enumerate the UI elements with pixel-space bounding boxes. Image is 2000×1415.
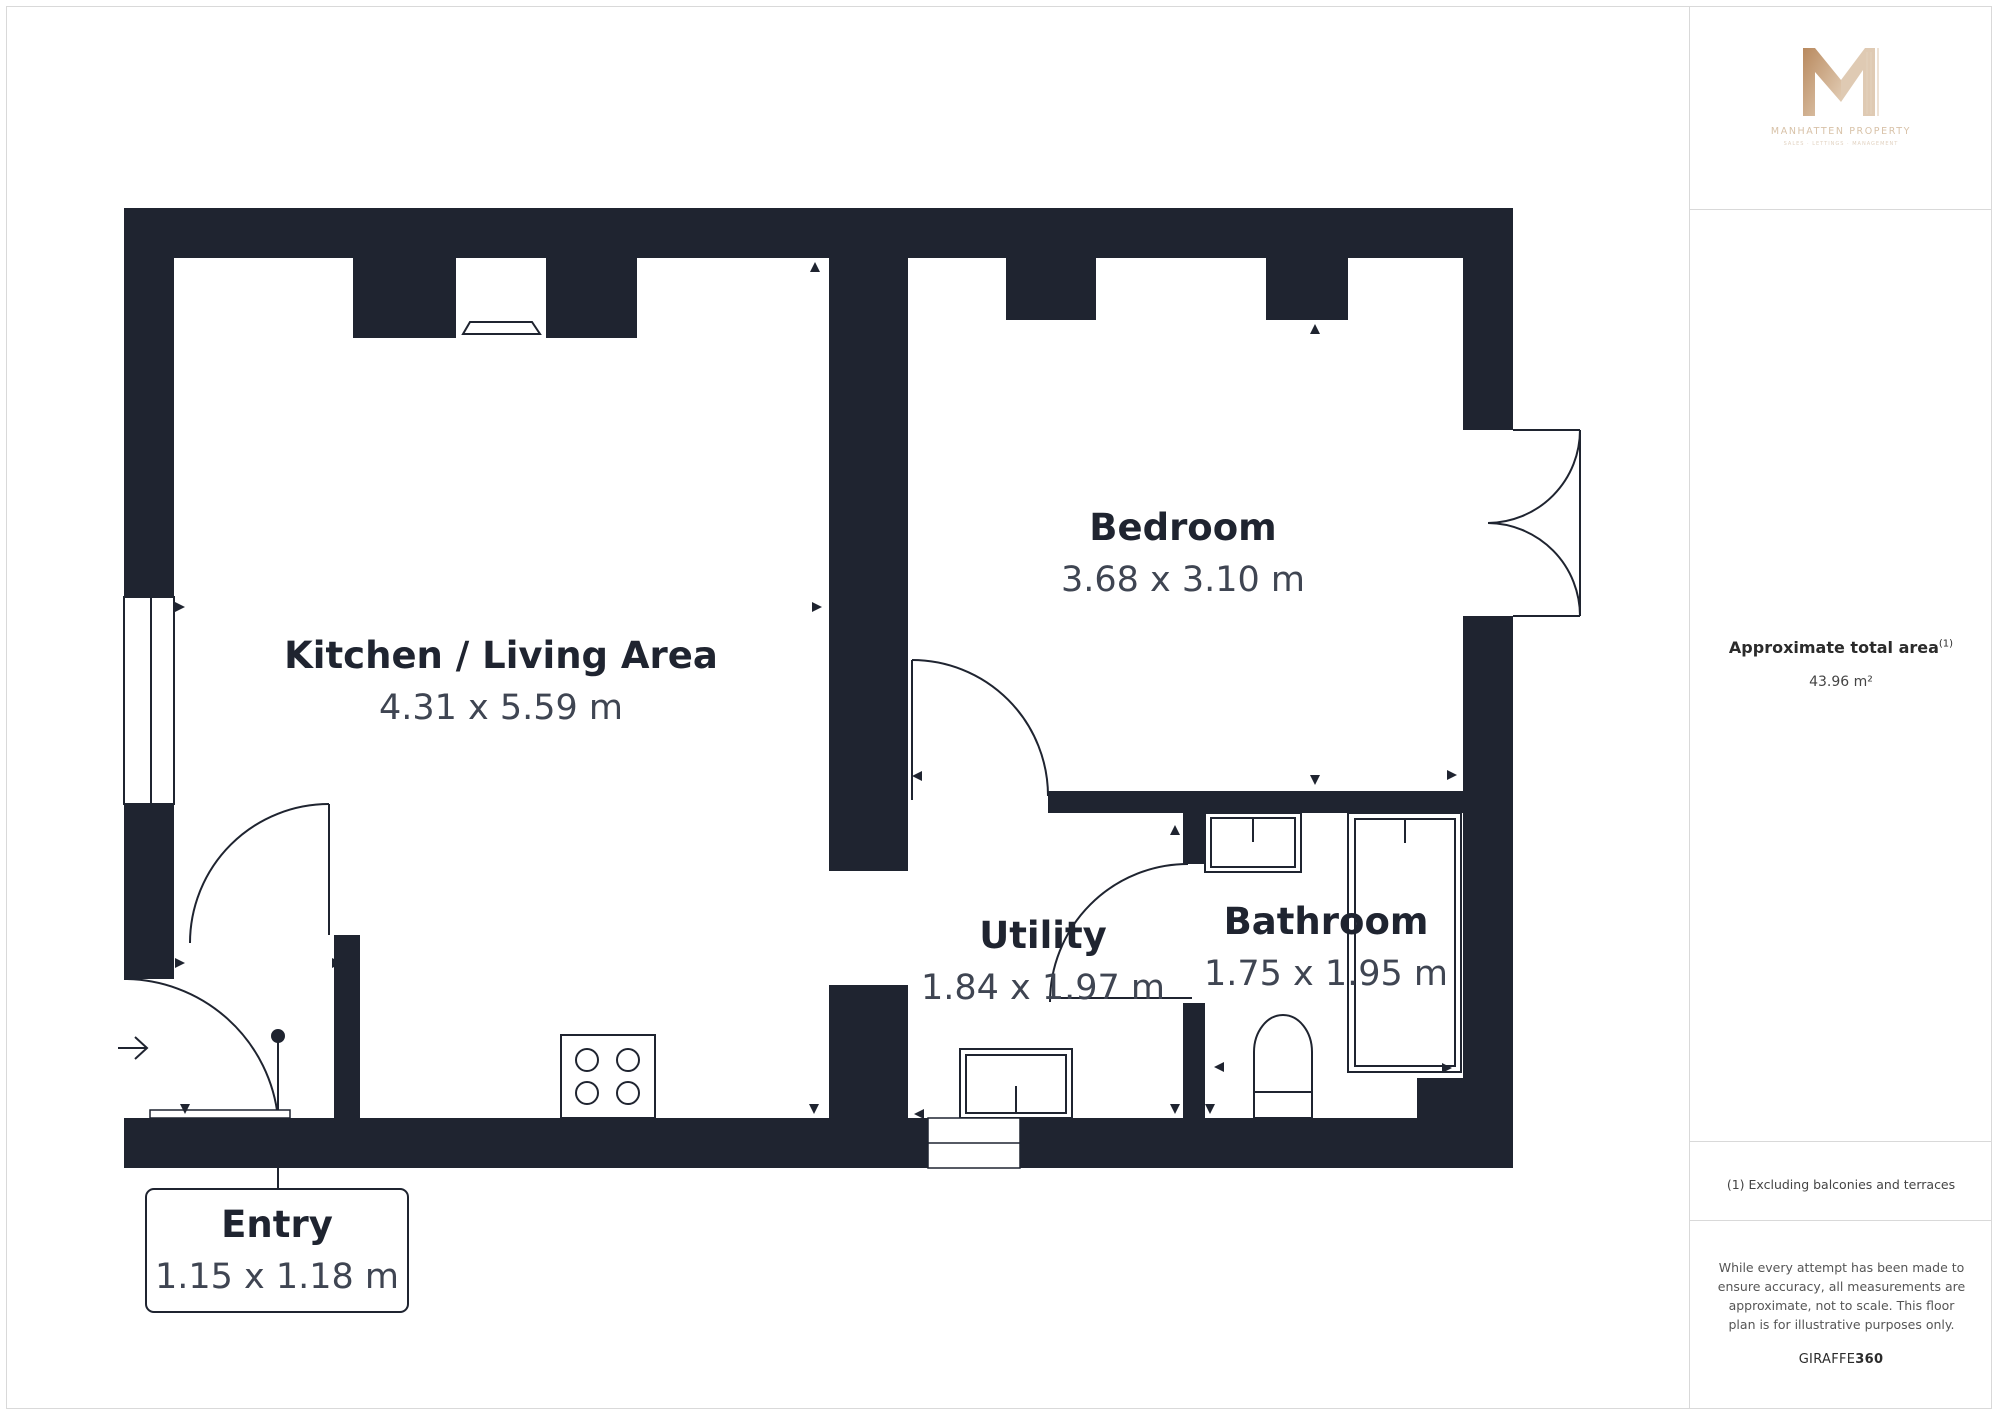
wall-bath-stub [1417, 1078, 1463, 1118]
bath-tub [1347, 812, 1462, 1073]
divider [1690, 1220, 1992, 1221]
step [927, 1117, 1021, 1169]
area-title-text: Approximate total area [1728, 638, 1939, 657]
page-frame [6, 6, 1992, 1409]
bedroom-pier-right [1266, 258, 1348, 320]
entry-name: Entry [221, 1203, 333, 1246]
fireplace [456, 274, 546, 338]
wall-bath-divider-upper [1183, 813, 1205, 864]
wall-left-upper [124, 208, 174, 597]
door-kitchen-swing [189, 803, 330, 944]
wall-left-lower [124, 804, 174, 979]
entry-callout-box [145, 1188, 409, 1313]
wall-bath-divider-lower [1183, 1003, 1205, 1118]
utility-dims: 1.84 x 1.97 m [921, 968, 1165, 1008]
area-title: Approximate total area(1) [1690, 638, 1992, 657]
wall-bedroom-bottom [1048, 791, 1513, 813]
wall-bottom-left [124, 1118, 928, 1168]
door-front-swing [123, 978, 279, 1119]
utility-sink [959, 1048, 1073, 1119]
utility-name: Utility [979, 914, 1107, 957]
bedroom-name: Bedroom [1089, 506, 1276, 549]
walls [124, 208, 1513, 1168]
door-mat [149, 1109, 291, 1119]
logo-name: MANHATTEN PROPERTY [1770, 126, 1912, 137]
wall-entry-partition [334, 935, 360, 1118]
divider [1690, 1141, 1992, 1142]
area-footnote-marker: (1) [1938, 638, 1954, 650]
hob [560, 1034, 656, 1119]
kitchen-name: Kitchen / Living Area [284, 634, 718, 677]
disclaimer: While every attempt has been made to ens… [1717, 1260, 1966, 1332]
wall-center-upper [829, 208, 908, 871]
m-logo-icon [1803, 48, 1879, 116]
floor-plan: Kitchen / Living Area 4.31 x 5.59 m Bedr… [118, 208, 1581, 1313]
bath-basin [1204, 812, 1302, 873]
bathroom-name: Bathroom [1224, 900, 1429, 943]
door-bedroom-swing [911, 659, 1049, 797]
wall-top [124, 208, 1513, 258]
wall-bottom-right [1020, 1118, 1513, 1168]
brand-prefix: GIRAFFE [1798, 1352, 1856, 1367]
bathroom-dims: 1.75 x 1.95 m [1204, 954, 1448, 994]
wall-right-lower [1463, 616, 1513, 1168]
french-door-top-swing [1487, 429, 1581, 524]
entry-arrow [118, 1036, 149, 1060]
area-footnote: (1) Excluding balconies and terraces [1726, 1177, 1956, 1192]
dimension-markers [175, 262, 1457, 1119]
window-left [123, 596, 175, 805]
door-bathroom-swing [1049, 863, 1189, 1003]
bedroom-pier-left [1006, 258, 1096, 320]
agency-logo: MANHATTEN PROPERTY SALES · LETTINGS · MA… [1690, 44, 1992, 147]
wall-right-upper [1463, 208, 1513, 430]
chimney-left [353, 258, 456, 338]
bedroom-dims: 3.68 x 3.10 m [1061, 560, 1305, 600]
french-door-bottom-swing [1487, 522, 1581, 617]
logo-tagline: SALES · LETTINGS · MANAGEMENT [1783, 141, 1899, 147]
divider [1690, 209, 1992, 210]
area-value: 43.96 m² [1809, 674, 1873, 690]
info-sidebar: MANHATTEN PROPERTY SALES · LETTINGS · MA… [1689, 6, 1992, 1409]
entry-dims: 1.15 x 1.18 m [155, 1257, 399, 1297]
entry-marker-dot [271, 1029, 285, 1043]
chimney-right [546, 258, 637, 338]
kitchen-dims: 4.31 x 5.59 m [379, 688, 623, 728]
toilet [1253, 1014, 1313, 1119]
wall-center-lower [829, 985, 908, 1168]
brand-mark: GIRAFFE360 [1690, 1352, 1992, 1367]
brand-suffix: 360 [1855, 1352, 1884, 1367]
doors [123, 429, 1581, 1119]
